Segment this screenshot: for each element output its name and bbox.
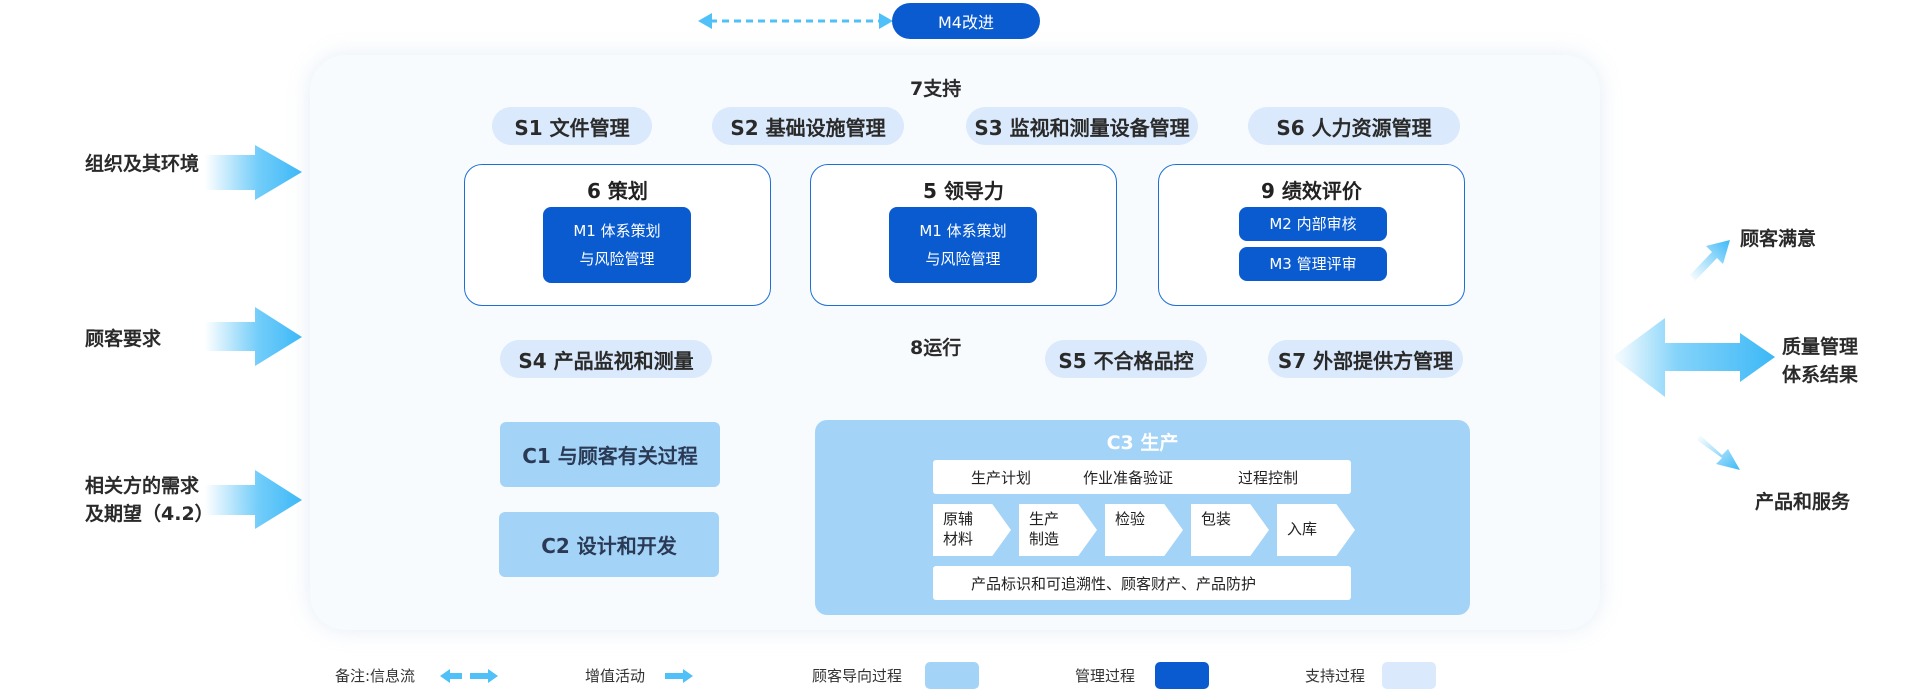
support-item-s1: S1 文件管理	[492, 107, 652, 145]
step-inspection: 检验	[1105, 504, 1183, 556]
info-flow-arrow	[698, 13, 893, 29]
planning-m1-line2: 与风险管理	[579, 250, 655, 268]
planning-title: 6 策划	[587, 179, 648, 203]
c3-title: C3 生产	[1106, 432, 1179, 454]
planning-block: 6 策划 M1 体系策划 与风险管理	[464, 164, 771, 306]
work-prep-verification-label: 作业准备验证	[1083, 469, 1174, 487]
step-manufacturing: 生产 制造	[1019, 504, 1097, 556]
operation-item-s5: S5 不合格品控	[1045, 340, 1207, 378]
legend-support-process-swatch	[1382, 662, 1436, 689]
operation-section-title: 8运行	[910, 337, 962, 359]
leadership-m1-line1: M1 体系策划	[919, 222, 1007, 240]
production-steps: 原辅 材料 生产 制造 检验 包装 入库	[933, 504, 1363, 556]
production-bottom-row: 产品标识和可追溯性、顾客财产、产品防护	[933, 566, 1351, 600]
input-arrow-interested-parties	[205, 470, 302, 529]
leadership-m1-line2: 与风险管理	[925, 250, 1001, 268]
legend-info-flow-icon	[440, 669, 498, 683]
c2-design-development: C2 设计和开发	[499, 512, 719, 577]
step-warehousing-line1: 入库	[1287, 520, 1318, 538]
output-customer-satisfaction: 顾客满意	[1740, 225, 1816, 253]
evaluation-m3-item: M3 管理评审	[1239, 247, 1387, 281]
output-arrow-satisfaction	[1690, 240, 1730, 281]
output-arrow-results	[1612, 318, 1775, 397]
input-organization-line1: 组织及其环境	[85, 153, 200, 175]
step-inspection-line1: 检验	[1115, 510, 1146, 528]
leadership-m1-item: M1 体系策划 与风险管理	[889, 207, 1037, 283]
support-item-s2: S2 基础设施管理	[712, 107, 904, 145]
step-packaging: 包装	[1191, 504, 1269, 556]
process-control-label: 过程控制	[1238, 469, 1299, 487]
output-results-line1: 质量管理	[1782, 336, 1859, 358]
production-top-row: 生产计划 作业准备验证 过程控制	[933, 460, 1351, 494]
operation-item-s7: S7 外部提供方管理	[1268, 340, 1463, 378]
output-results-line2: 体系结果	[1782, 364, 1859, 386]
support-item-s6: S6 人力资源管理	[1248, 107, 1460, 145]
legend-management-process-swatch	[1155, 662, 1209, 689]
input-arrow-customer	[205, 307, 302, 366]
output-qms-results: 质量管理 体系结果	[1782, 333, 1858, 389]
step-warehousing: 入库	[1277, 504, 1355, 556]
input-customer-requirements: 顾客要求	[85, 325, 161, 353]
operation-item-s4: S4 产品监视和测量	[500, 340, 712, 378]
step-raw-material-line1: 原辅	[943, 510, 974, 528]
output-products-line1: 产品和服务	[1755, 491, 1851, 513]
output-arrow-products	[1697, 435, 1740, 470]
legend-info-flow-label: 备注:信息流	[335, 667, 416, 685]
legend-customer-process-label: 顾客导向过程	[812, 667, 903, 685]
step-packaging-line1: 包装	[1201, 510, 1232, 528]
step-raw-material: 原辅 材料	[933, 504, 1011, 556]
support-section-title: 7支持	[910, 78, 962, 100]
step-manufacturing-line1: 生产	[1029, 510, 1060, 528]
c3-production-block: C3 生产 生产计划 作业准备验证 过程控制 原辅 材料 生产 制造 检验 包装…	[815, 420, 1470, 615]
evaluation-title: 9 绩效评价	[1261, 179, 1362, 203]
input-interested-parties: 相关方的需求 及期望（4.2）	[85, 472, 214, 528]
traceability-label: 产品标识和可追溯性、顾客财产、产品防护	[971, 575, 1257, 593]
leadership-block: 5 领导力 M1 体系策划 与风险管理	[810, 164, 1117, 306]
planning-m1-line1: M1 体系策划	[573, 222, 661, 240]
legend-value-added-label: 增值活动	[585, 667, 646, 685]
input-parties-line1: 相关方的需求	[85, 475, 200, 497]
support-item-s3: S3 监视和测量设备管理	[966, 107, 1198, 145]
legend-management-process-label: 管理过程	[1075, 667, 1136, 685]
output-satisfaction-line1: 顾客满意	[1740, 228, 1817, 250]
input-parties-line2: 及期望（4.2）	[85, 503, 214, 525]
evaluation-m2-item: M2 内部审核	[1239, 207, 1387, 241]
leadership-title: 5 领导力	[923, 179, 1004, 203]
step-raw-material-line2: 材料	[943, 530, 974, 548]
c1-customer-process: C1 与顾客有关过程	[500, 422, 720, 487]
input-organization-context: 组织及其环境	[85, 150, 199, 178]
legend-support-process-label: 支持过程	[1305, 667, 1366, 685]
input-arrow-organization	[205, 145, 302, 200]
planning-m1-item: M1 体系策划 与风险管理	[543, 207, 691, 283]
input-customer-line1: 顾客要求	[85, 328, 162, 350]
m4-improvement-pill: M4改进	[892, 3, 1040, 39]
output-products-services: 产品和服务	[1755, 488, 1850, 516]
step-manufacturing-line2: 制造	[1029, 530, 1060, 548]
evaluation-block: 9 绩效评价 M2 内部审核 M3 管理评审	[1158, 164, 1465, 306]
production-plan-label: 生产计划	[971, 469, 1032, 487]
legend-customer-process-swatch	[925, 662, 979, 689]
legend-value-added-icon	[665, 669, 693, 683]
